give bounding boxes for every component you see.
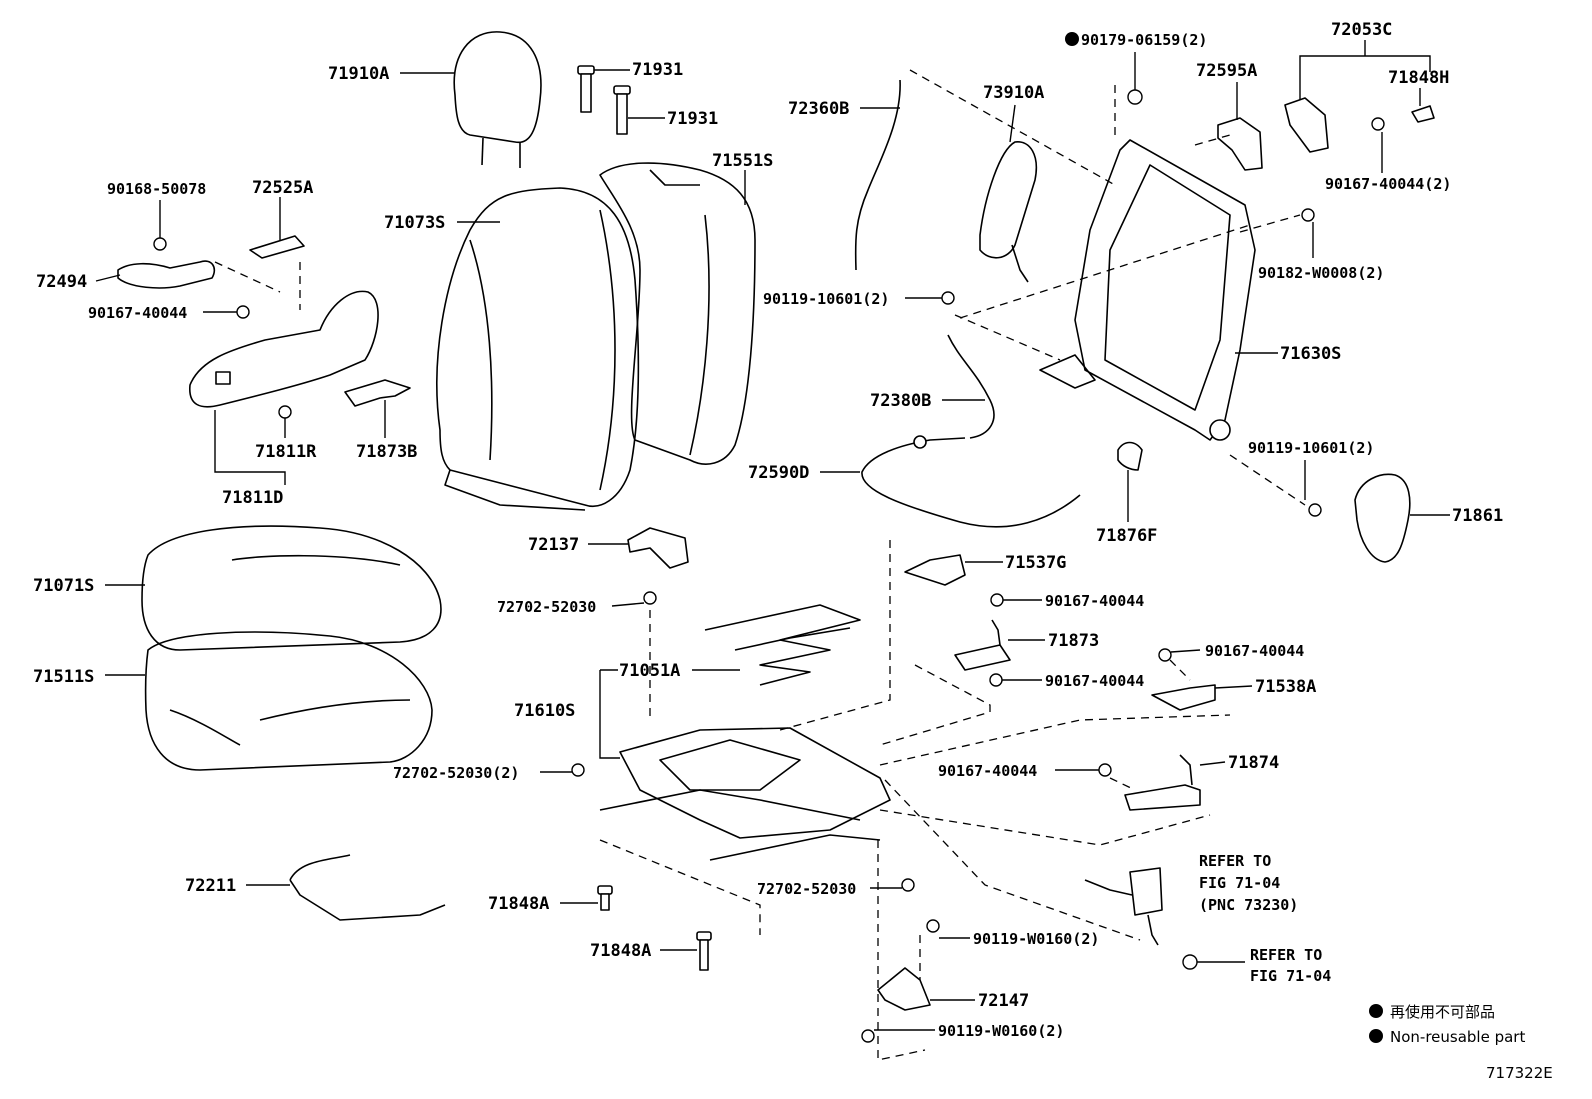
label-bolt-90119-b: 90119-10601(2) xyxy=(1248,439,1374,457)
label-cushion-cover: 71071S xyxy=(33,576,94,596)
label-screw-90167-e: 90167-40044 xyxy=(1205,642,1304,660)
label-screw-90167-b: 90167-40044(2) xyxy=(1325,175,1451,193)
wire-72211-drawing xyxy=(289,854,446,921)
label-bracket-72137: 72137 xyxy=(528,535,579,555)
label-cable-72590D: 72590D xyxy=(748,463,809,483)
cover-72053C-drawing xyxy=(1284,97,1435,153)
label-screw-90167-f: 90167-40044 xyxy=(938,762,1037,780)
label-adjuster-71610S: 71610S xyxy=(514,701,575,721)
label-knob-72494: 72494 xyxy=(36,272,87,292)
label-frame-71630S: 71630S xyxy=(1280,344,1341,364)
label-bolt-72702-c: 72702-52030 xyxy=(757,880,856,898)
label-bolt-90119-w-a: 90119-W0160(2) xyxy=(973,930,1099,948)
seat-adjuster-drawing xyxy=(571,727,915,892)
label-cable-72360B: 72360B xyxy=(788,99,849,119)
label-headrest-guide-1: 71931 xyxy=(632,60,683,80)
cable-72380B-72590D-drawing xyxy=(861,334,1081,528)
label-cap-71848A-1: 71848A xyxy=(488,894,549,914)
bracket-72147-drawing xyxy=(861,919,940,1043)
label-screw-90167-d: 90167-40044 xyxy=(1045,672,1144,690)
seatback-frame-drawing xyxy=(1039,139,1256,441)
cover-71876F-drawing xyxy=(1117,441,1143,471)
label-screw-90182: 90182-W0008(2) xyxy=(1258,264,1384,282)
label-nut-90179: 90179-06159(2) xyxy=(1081,31,1207,49)
legend-bullet-2 xyxy=(1369,1029,1383,1043)
label-screw-90168: 90168-50078 xyxy=(107,180,206,198)
label-bracket-71537G: 71537G xyxy=(1005,553,1066,573)
cable-72360B-drawing xyxy=(854,79,901,271)
bolt-90119-b-drawing xyxy=(1308,503,1322,517)
label-bracket-72147: 72147 xyxy=(978,991,1029,1011)
refer-2-line1: REFER TO xyxy=(1250,946,1322,964)
bracket-71874-drawing xyxy=(1098,754,1201,811)
label-bracket-71874: 71874 xyxy=(1228,753,1279,773)
leader-lines xyxy=(95,40,1450,1031)
spring-71051A-drawing xyxy=(704,604,861,686)
legend-bullet-1 xyxy=(1369,1004,1383,1018)
screw-90182-drawing xyxy=(1301,208,1315,222)
label-clip-71848H: 71848H xyxy=(1388,68,1449,88)
seat-back-cover-drawing xyxy=(436,187,640,511)
label-bracket-71538A: 71538A xyxy=(1255,677,1316,697)
pad-73910A-drawing xyxy=(979,141,1037,283)
legend-japanese: 再使用不可部品 xyxy=(1390,1003,1495,1021)
label-cover-71876F: 71876F xyxy=(1096,526,1157,546)
seat-belt-buckle-drawing xyxy=(1084,867,1198,970)
legend-english: Non-reusable part xyxy=(1390,1028,1525,1046)
cushion-cover-drawing xyxy=(141,525,442,651)
dashed-guide-lines xyxy=(214,69,1306,1061)
label-clip-71811R: 71811R xyxy=(255,442,317,462)
label-wire-72211: 72211 xyxy=(185,876,236,896)
label-bolt-72702-b: 72702-52030(2) xyxy=(393,764,519,782)
label-bolt-72702-a: 72702-52030 xyxy=(497,598,596,616)
cover-72525A-drawing xyxy=(249,235,305,259)
label-pad-73910A: 73910A xyxy=(983,83,1044,103)
cushion-pad-drawing xyxy=(144,631,433,771)
bracket-72595A-drawing xyxy=(1217,117,1263,171)
label-cap-71848A-2: 71848A xyxy=(590,941,651,961)
bolt-90119-a-drawing xyxy=(941,291,955,305)
label-screw-90167-c: 90167-40044 xyxy=(1045,592,1144,610)
shield-71811D-drawing xyxy=(189,290,379,419)
label-bracket-71873B: 71873B xyxy=(356,442,417,462)
headrest-guide-drawings xyxy=(577,65,631,135)
label-screw-90167-a: 90167-40044 xyxy=(88,304,187,322)
bracket-72137-drawing xyxy=(627,527,689,605)
refer-1-line2: FIG 71-04 xyxy=(1199,874,1280,892)
seat-back-pad-drawing xyxy=(599,162,756,465)
bracket-71538A-drawing xyxy=(1151,648,1216,711)
figure-id: 717322E xyxy=(1486,1064,1553,1082)
cover-71861-drawing xyxy=(1354,473,1411,563)
label-spring-71051A: 71051A xyxy=(619,661,680,681)
label-bolt-90119-a: 90119-10601(2) xyxy=(763,290,889,308)
label-cover-72053C: 72053C xyxy=(1331,20,1392,40)
headrest-drawing xyxy=(453,31,542,168)
cap-71848A-drawings xyxy=(597,885,712,971)
bracket-71873B-drawing xyxy=(344,379,411,407)
part-labels: 71910A 71931 71931 71073S 71551S 90168-5… xyxy=(33,20,1503,1040)
label-cover-71861: 71861 xyxy=(1452,506,1503,526)
legend: 再使用不可部品 Non-reusable part xyxy=(1369,1003,1525,1046)
nut-90179-drawing xyxy=(1127,89,1143,105)
label-shield-71811D: 71811D xyxy=(222,488,283,508)
bracket-71873-drawing xyxy=(954,619,1011,687)
label-headrest-guide-2: 71931 xyxy=(667,109,718,129)
refer-1-line3: (PNC 73230) xyxy=(1199,896,1298,914)
label-cushion-pad: 71511S xyxy=(33,667,94,687)
label-back-cover: 71073S xyxy=(384,213,445,233)
non-reusable-mark-90179 xyxy=(1065,32,1079,46)
refer-1-line1: REFER TO xyxy=(1199,852,1271,870)
label-cable-72380B: 72380B xyxy=(870,391,931,411)
label-cover-72525A: 72525A xyxy=(252,178,313,198)
refer-2-line2: FIG 71-04 xyxy=(1250,967,1331,985)
label-bracket-72595A: 72595A xyxy=(1196,61,1257,81)
label-bolt-90119-w-b: 90119-W0160(2) xyxy=(938,1022,1064,1040)
label-bracket-71873: 71873 xyxy=(1048,631,1099,651)
label-back-pad: 71551S xyxy=(712,151,773,171)
label-headrest: 71910A xyxy=(328,64,389,84)
